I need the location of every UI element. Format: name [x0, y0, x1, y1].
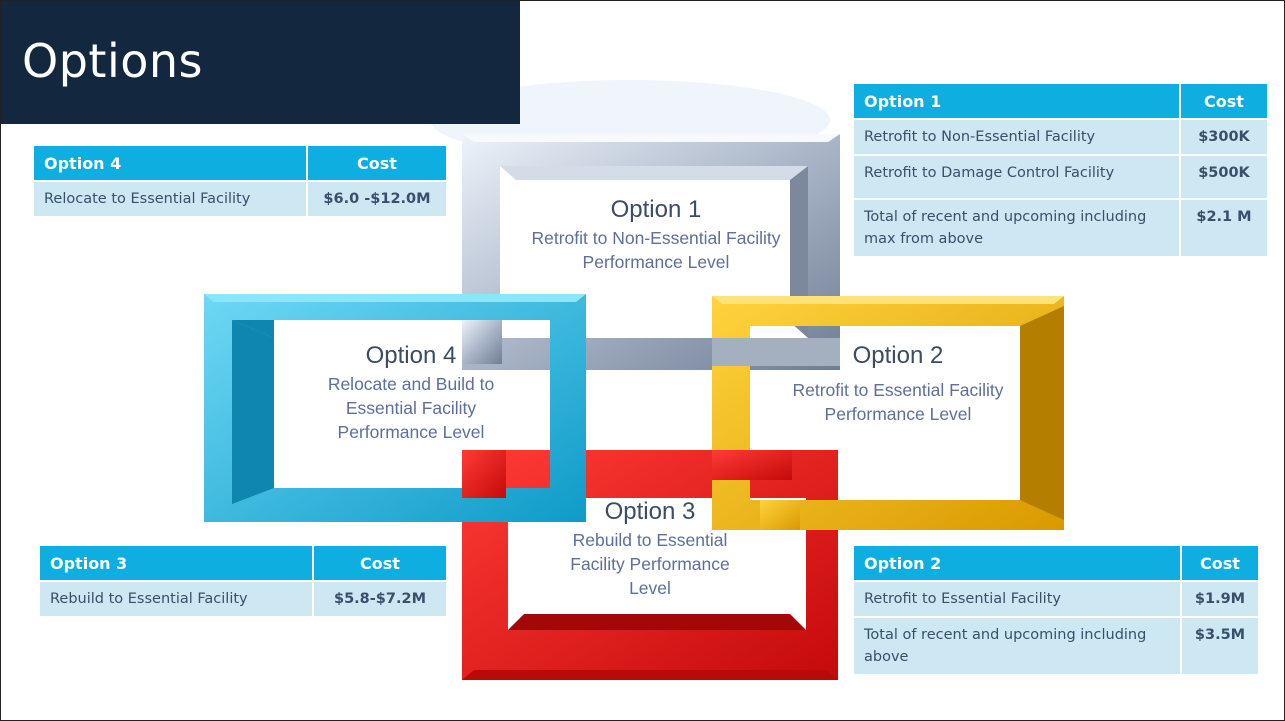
option2-cost-table: Option 2 Cost Retrofit to Essential Faci… [854, 546, 1258, 674]
option2-name: Option 2 [852, 342, 944, 369]
row-cost: $1.9M [1180, 580, 1258, 616]
table-header-option: Option 1 [854, 84, 1179, 118]
row-label: Total of recent and upcoming including m… [854, 198, 1179, 256]
title-banner: Options [0, 0, 520, 124]
table-header-cost: Cost [1180, 546, 1258, 580]
row-cost: $500K [1179, 154, 1267, 198]
row-label: Rebuild to Essential Facility [40, 580, 312, 616]
table-header-cost: Cost [1179, 84, 1267, 118]
table-header-row: Option 3 Cost [40, 546, 446, 580]
table-header-cost: Cost [306, 146, 446, 180]
row-label: Retrofit to Damage Control Facility [854, 154, 1179, 198]
option4-label: Option 4 Relocate and Build to Essential… [286, 342, 536, 444]
table-row: Total of recent and upcoming including a… [854, 616, 1258, 674]
option1-cost-table: Option 1 Cost Retrofit to Non-Essential … [854, 84, 1267, 256]
row-cost: $3.5M [1180, 616, 1258, 674]
row-cost: $300K [1179, 118, 1267, 154]
option3-label: Option 3 Rebuild to Essential Facility P… [528, 498, 772, 600]
option4-cost-table: Option 4 Cost Relocate to Essential Faci… [34, 146, 446, 216]
option1-name: Option 1 [610, 196, 702, 223]
option4-desc: Relocate and Build to Essential Facility… [327, 374, 495, 442]
row-label: Relocate to Essential Facility [34, 180, 306, 216]
row-label: Total of recent and upcoming including a… [854, 616, 1180, 674]
table-header-row: Option 4 Cost [34, 146, 446, 180]
table-row: Retrofit to Damage Control Facility $500… [854, 154, 1267, 198]
page-title: Options [22, 34, 203, 88]
table-header-cost: Cost [312, 546, 446, 580]
table-header-option: Option 2 [854, 546, 1180, 580]
option4-name: Option 4 [365, 342, 457, 369]
row-label: Retrofit to Non-Essential Facility [854, 118, 1179, 154]
row-cost: $2.1 M [1179, 198, 1267, 256]
option4-frame [204, 294, 586, 522]
table-row: Retrofit to Essential Facility $1.9M [854, 580, 1258, 616]
option3-desc: Rebuild to Essential Facility Performanc… [570, 530, 730, 598]
table-header-option: Option 3 [40, 546, 312, 580]
option2-label: Option 2 Retrofit to Essential Facility … [778, 342, 1018, 426]
table-row: Retrofit to Non-Essential Facility $300K [854, 118, 1267, 154]
table-header-row: Option 2 Cost [854, 546, 1258, 580]
row-cost: $5.8-$7.2M [312, 580, 446, 616]
table-header-row: Option 1 Cost [854, 84, 1267, 118]
table-row: Relocate to Essential Facility $6.0 -$12… [34, 180, 446, 216]
frame-overlaps [462, 320, 840, 530]
option1-label: Option 1 Retrofit to Non-Essential Facil… [510, 196, 802, 274]
table-row: Rebuild to Essential Facility $5.8-$7.2M [40, 580, 446, 616]
table-header-option: Option 4 [34, 146, 306, 180]
option1-desc: Retrofit to Non-Essential Facility Perfo… [531, 228, 781, 272]
row-label: Retrofit to Essential Facility [854, 580, 1180, 616]
option3-name: Option 3 [604, 498, 696, 525]
row-cost: $6.0 -$12.0M [306, 180, 446, 216]
table-row: Total of recent and upcoming including m… [854, 198, 1267, 256]
option3-cost-table: Option 3 Cost Rebuild to Essential Facil… [40, 546, 446, 616]
option2-desc: Retrofit to Essential Facility Performan… [792, 380, 1004, 424]
option2-frame [712, 296, 1064, 530]
